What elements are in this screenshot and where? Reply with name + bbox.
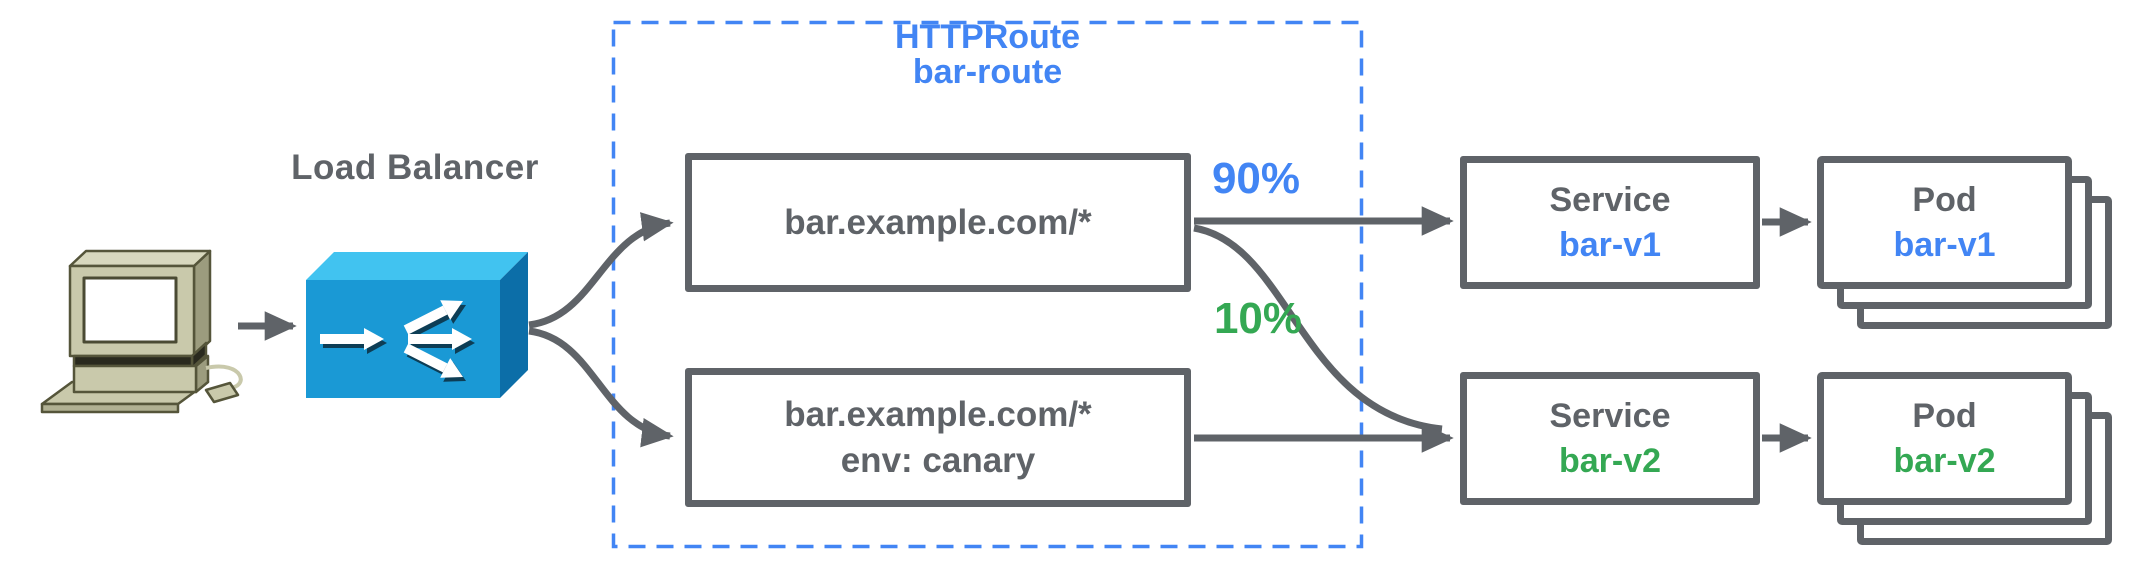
route-rule-2-header-match: env: canary bbox=[840, 440, 1036, 480]
pod-bar-v1-stack: Pod bar-v1 bbox=[1817, 156, 2113, 330]
route-rule-2-box: bar.example.com/* env: canary bbox=[685, 368, 1191, 507]
base bbox=[72, 364, 198, 394]
monitor-top bbox=[68, 249, 212, 268]
arrow-lb-to-rule1 bbox=[528, 212, 674, 329]
pod-v2-kind: Pod bbox=[1912, 396, 1977, 435]
route-rule-1-box: bar.example.com/* bbox=[685, 153, 1191, 292]
httproute-kind-label: HTTPRoute bbox=[894, 18, 1081, 56]
slot bbox=[72, 354, 194, 368]
service-v1-kind: Service bbox=[1549, 180, 1671, 219]
route-rule-2-match: bar.example.com/* bbox=[784, 394, 1092, 434]
httproute-title: HTTPRoute bar-route bbox=[612, 20, 1363, 90]
lb-arrows bbox=[320, 300, 472, 378]
mouse bbox=[204, 381, 240, 404]
load-balancer-label: Load Balancer bbox=[291, 148, 539, 187]
arrow-lb-to-rule2 bbox=[528, 327, 674, 448]
load-balancer-box-icon bbox=[306, 252, 528, 398]
service-v2-name: bar-v2 bbox=[1558, 441, 1662, 480]
desktop-computer-icon bbox=[40, 249, 243, 414]
pod-v2-name: bar-v2 bbox=[1893, 441, 1996, 480]
lb-side-face bbox=[500, 252, 528, 398]
httproute-dashed-container bbox=[611, 20, 1364, 549]
service-bar-v2-box: Service bar-v2 bbox=[1460, 372, 1760, 505]
pod-bar-v2-card: Pod bar-v2 bbox=[1817, 372, 2072, 505]
pod-bar-v1-card: Pod bar-v1 bbox=[1817, 156, 2072, 289]
lb-top-face bbox=[306, 252, 528, 280]
keyboard-front bbox=[40, 402, 180, 414]
arrow-rule1-to-service-v2 bbox=[1193, 224, 1443, 433]
pod-v1-name: bar-v1 bbox=[1893, 225, 1996, 264]
monitor-side bbox=[192, 249, 212, 358]
httproute-name-label: bar-route bbox=[912, 53, 1063, 91]
route-rule-1-match: bar.example.com/* bbox=[784, 202, 1092, 242]
service-bar-v1-box: Service bar-v1 bbox=[1460, 156, 1760, 289]
pod-bar-v2-stack: Pod bar-v2 bbox=[1817, 372, 2113, 546]
screen bbox=[82, 276, 178, 344]
weight-10-label: 10% bbox=[1213, 294, 1303, 343]
weight-90-label: 90% bbox=[1211, 154, 1301, 203]
service-v1-name: bar-v1 bbox=[1558, 225, 1662, 264]
pod-v1-kind: Pod bbox=[1912, 180, 1977, 219]
service-v2-kind: Service bbox=[1549, 396, 1671, 435]
